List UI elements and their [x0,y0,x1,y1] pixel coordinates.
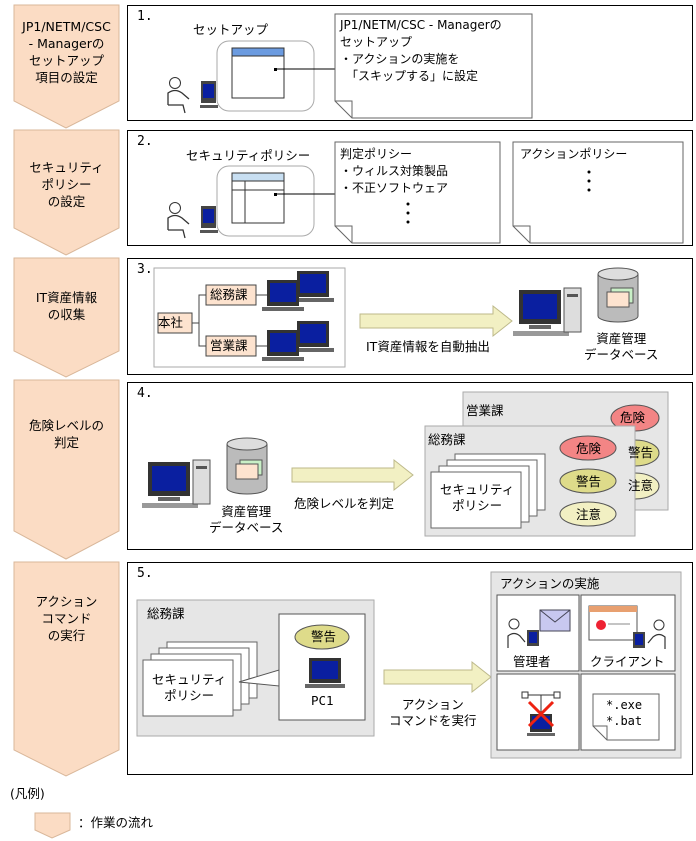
danger-badge [559,435,617,461]
panel-3-graphics [153,267,639,368]
sales-caution-label: 注意 [628,478,654,493]
server-pc-icon [513,287,582,336]
pc-icon [305,658,345,688]
setup-label: セットアップ [193,22,269,37]
chevron-step-5 [13,561,120,777]
chevron-step-3 [13,257,120,378]
panel-4-graphics [142,391,669,537]
step-4-number: 4. [137,386,153,401]
warning-label: 警告 [576,474,602,489]
general-affairs-label-5: 総務課 [147,606,185,621]
pc-icon [262,271,334,311]
extract-arrow-label: IT資産情報を自動抽出 [366,339,490,354]
step-2-label: セキュリティ ポリシー の設定 [29,160,104,209]
admin-user-icon [507,618,539,648]
security-policy-label: セキュリティポリシー [186,148,311,163]
warning-badge [559,468,617,494]
danger-label: 危険 [576,441,602,456]
policy-stack-label: セキュリティ ポリシー [440,482,515,513]
note-setup [334,13,533,119]
note-judge-policy [334,141,501,244]
admin-label: 管理者 [513,654,551,669]
legend-title: (凡例) [10,786,45,801]
step-3-label: IT資産情報 の収集 [35,290,98,322]
head-office-label: 本社 [158,315,184,330]
panel-2-graphics [167,141,684,244]
sales-label: 営業課 [210,338,248,353]
asset-db-label-4: 資産管理 データベース [209,504,284,535]
setup-note-text: JP1/NETM/CSC - Managerの セットアップ ・アクションの実施… [340,18,502,83]
judge-arrow [291,458,414,492]
chevron-step-4 [13,379,120,560]
network-blocked-icon [521,691,561,736]
legend-chevron [34,812,71,839]
database-icon [226,437,268,495]
step-3-number: 3. [137,262,153,277]
general-affairs-label: 総務課 [210,287,248,302]
user-at-pc-icon [167,77,218,114]
script-file-icon [592,693,660,741]
panel-5-graphics [136,571,682,759]
step-5-label: アクション コマンド の実行 [35,594,98,643]
action-arrow-label: アクション コマンドを実行 [389,697,477,728]
step-2-number: 2. [137,134,153,149]
sales-danger-label: 危険 [620,410,646,425]
step-4-label: 危険レベルの 判定 [28,418,104,450]
chevron-step-2 [13,129,120,256]
action-area-title: アクションの実施 [500,576,600,591]
pc1-warning-badge [294,624,350,650]
note-action-policy [512,141,684,244]
chevron-step-1 [13,4,120,129]
judge-policy-text: 判定ポリシー ・ウィルス対策製品 ・不正ソフトウェア [340,147,449,195]
caution-label: 注意 [576,507,602,522]
pc1-label: PC1 [311,693,334,708]
step-1-label: JP1/NETM/CSC - Managerの セットアップ 項目の設定 [22,19,111,85]
sales-card-label: 営業課 [466,403,504,418]
error-window-icon [588,605,638,641]
action-arrow [383,660,492,694]
caution-badge [559,501,617,527]
client-label: クライアント [590,654,665,669]
pc-icon [262,321,334,361]
database-icon [597,267,639,323]
script-text: *.exe *.bat [606,698,643,728]
server-pc-icon [142,459,211,508]
action-policy-text: アクションポリシー [520,147,628,161]
step-1-number: 1. [137,9,153,24]
asset-db-label: 資産管理 データベース [584,331,659,362]
pc1-warning-label: 警告 [311,629,337,644]
judge-arrow-label: 危険レベルを判定 [294,496,395,511]
legend-flow-label: ：作業の流れ [78,815,154,830]
extract-arrow [359,304,513,338]
general-card-label: 総務課 [428,432,466,447]
client-user-icon [633,619,666,649]
mail-icon [539,609,571,632]
user-at-pc-icon [167,202,218,239]
panel-1-graphics [167,13,533,119]
step-5-number: 5. [137,566,153,581]
policy-label-5: セキュリティ ポリシー [152,672,227,703]
sales-warning-label: 警告 [628,445,654,460]
